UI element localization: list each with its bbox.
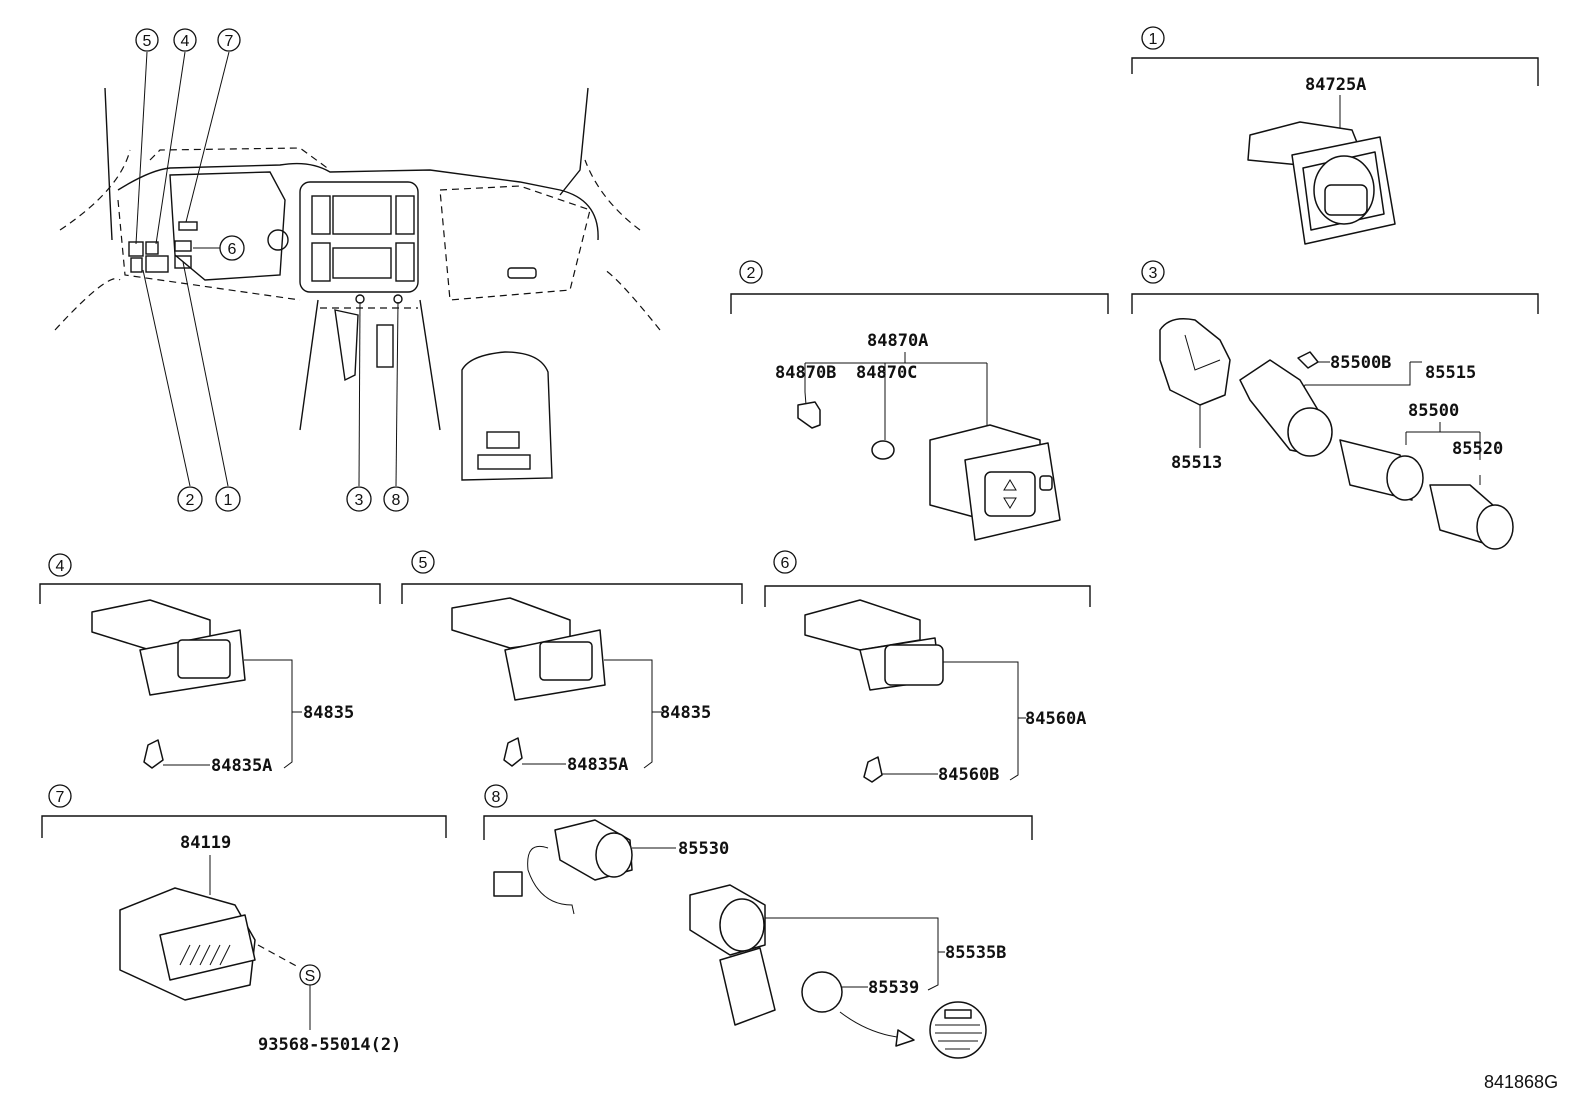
group-4-marker[interactable] — [48, 553, 72, 577]
part-85515[interactable]: 85515 — [1425, 363, 1476, 383]
group-3-label: 3 — [1149, 265, 1158, 282]
part-84835A[interactable]: 84835A — [211, 756, 272, 776]
callout-label: 8 — [392, 492, 401, 509]
group-3-marker[interactable] — [1141, 260, 1165, 284]
callout-label: 6 — [228, 241, 237, 258]
group-4-label: 4 — [56, 558, 65, 575]
seat-heater-switch-part — [451, 597, 606, 701]
callout-top-4[interactable]: 4 — [173, 28, 197, 52]
callout-bottom-8[interactable]: 8 — [383, 486, 409, 512]
part-85539[interactable]: 85539 — [868, 978, 919, 998]
part-93568-55014[interactable]: 93568-55014(2) — [258, 1035, 401, 1055]
group-5-label: 5 — [419, 555, 428, 572]
group-4: 4 84835 84835A — [39, 553, 381, 776]
part-84870C[interactable]: 84870C — [856, 363, 917, 383]
screw-marker-label: S — [305, 968, 316, 985]
seat-heater-switch-part — [91, 599, 246, 696]
callout-label: 3 — [355, 492, 364, 509]
callout-top-7[interactable]: 7 — [217, 28, 241, 52]
group-2: 2 84870A 84870B 84870C — [730, 260, 1109, 541]
part-85500[interactable]: 85500 — [1408, 401, 1459, 421]
callout-top-5[interactable]: 5 — [135, 28, 159, 52]
group-1-label: 1 — [1149, 31, 1158, 48]
part-85500B[interactable]: 85500B — [1330, 353, 1391, 373]
illumination-ring-part — [1239, 359, 1333, 457]
group-3: 3 85500B 85515 85500 85520 85513 — [1131, 260, 1539, 550]
knob-cap-part — [871, 440, 895, 460]
part-84870B[interactable]: 84870B — [775, 363, 836, 383]
group-7-label: 7 — [56, 789, 65, 806]
knob-switch-part — [1247, 121, 1396, 245]
part-85520[interactable]: 85520 — [1452, 439, 1503, 459]
bulb-part — [1297, 351, 1319, 369]
part-85535B[interactable]: 85535B — [945, 943, 1006, 963]
mirror-switch-part — [929, 424, 1061, 541]
group-6: 6 84560A 84560B — [764, 550, 1091, 785]
part-84835[interactable]: 84835 — [303, 703, 354, 723]
part-84835A[interactable]: 84835A — [567, 755, 628, 775]
part-84725A[interactable]: 84725A — [1305, 75, 1366, 95]
group-5: 5 84835 84835A — [401, 550, 743, 775]
clip-part — [503, 737, 523, 767]
group-7: 7 84119 S 93568-55014(2) — [41, 784, 447, 1055]
label-detail-part — [929, 1001, 987, 1059]
part-84560B[interactable]: 84560B — [938, 765, 999, 785]
group-6-label: 6 — [781, 555, 790, 572]
diagram-code: 841868G — [1484, 1072, 1558, 1092]
callout-label: 7 — [225, 33, 234, 50]
dashboard-overview — [54, 51, 661, 487]
part-84870A[interactable]: 84870A — [867, 331, 928, 351]
callout-label: 1 — [224, 492, 233, 509]
part-84835[interactable]: 84835 — [660, 703, 711, 723]
callout-bottom-2[interactable]: 2 — [177, 486, 203, 512]
socket-housing-part — [1159, 318, 1231, 406]
callout-label: 2 — [186, 492, 195, 509]
callout-inner-6[interactable]: 6 — [219, 235, 245, 261]
part-84560A[interactable]: 84560A — [1025, 709, 1086, 729]
group-1-marker[interactable] — [1141, 26, 1165, 50]
cigar-lighter-body-part — [1339, 439, 1424, 501]
part-85513[interactable]: 85513 — [1171, 453, 1222, 473]
group-5-marker[interactable] — [411, 550, 435, 574]
group-2-label: 2 — [747, 265, 756, 282]
part-84119[interactable]: 84119 — [180, 833, 231, 853]
group-1: 1 84725A — [1131, 26, 1539, 245]
callout-bottom-3[interactable]: 3 — [346, 486, 372, 512]
arrow-icon — [895, 1029, 915, 1047]
cigar-lighter-knob-part — [1429, 484, 1514, 550]
group-7-marker[interactable] — [48, 784, 72, 808]
clip-part — [143, 739, 164, 769]
power-outlet-with-cover-part — [689, 884, 776, 1026]
power-outlet-socket-part — [493, 819, 633, 915]
group-2-marker[interactable] — [739, 260, 763, 284]
callout-bottom-1[interactable]: 1 — [215, 486, 241, 512]
rheostat-switch-part — [119, 887, 256, 1001]
screw-part — [797, 401, 821, 429]
group-8: 8 85530 85535B 85539 — [483, 784, 1033, 1059]
clip-part — [863, 756, 883, 783]
callout-label: 5 — [143, 33, 152, 50]
group-8-label: 8 — [492, 789, 501, 806]
group-8-marker[interactable] — [484, 784, 508, 808]
cap-part — [801, 971, 843, 1013]
group-6-marker[interactable] — [773, 550, 797, 574]
callout-label: 4 — [181, 33, 190, 50]
snow-mode-switch-part — [804, 599, 944, 691]
part-85530[interactable]: 85530 — [678, 839, 729, 859]
